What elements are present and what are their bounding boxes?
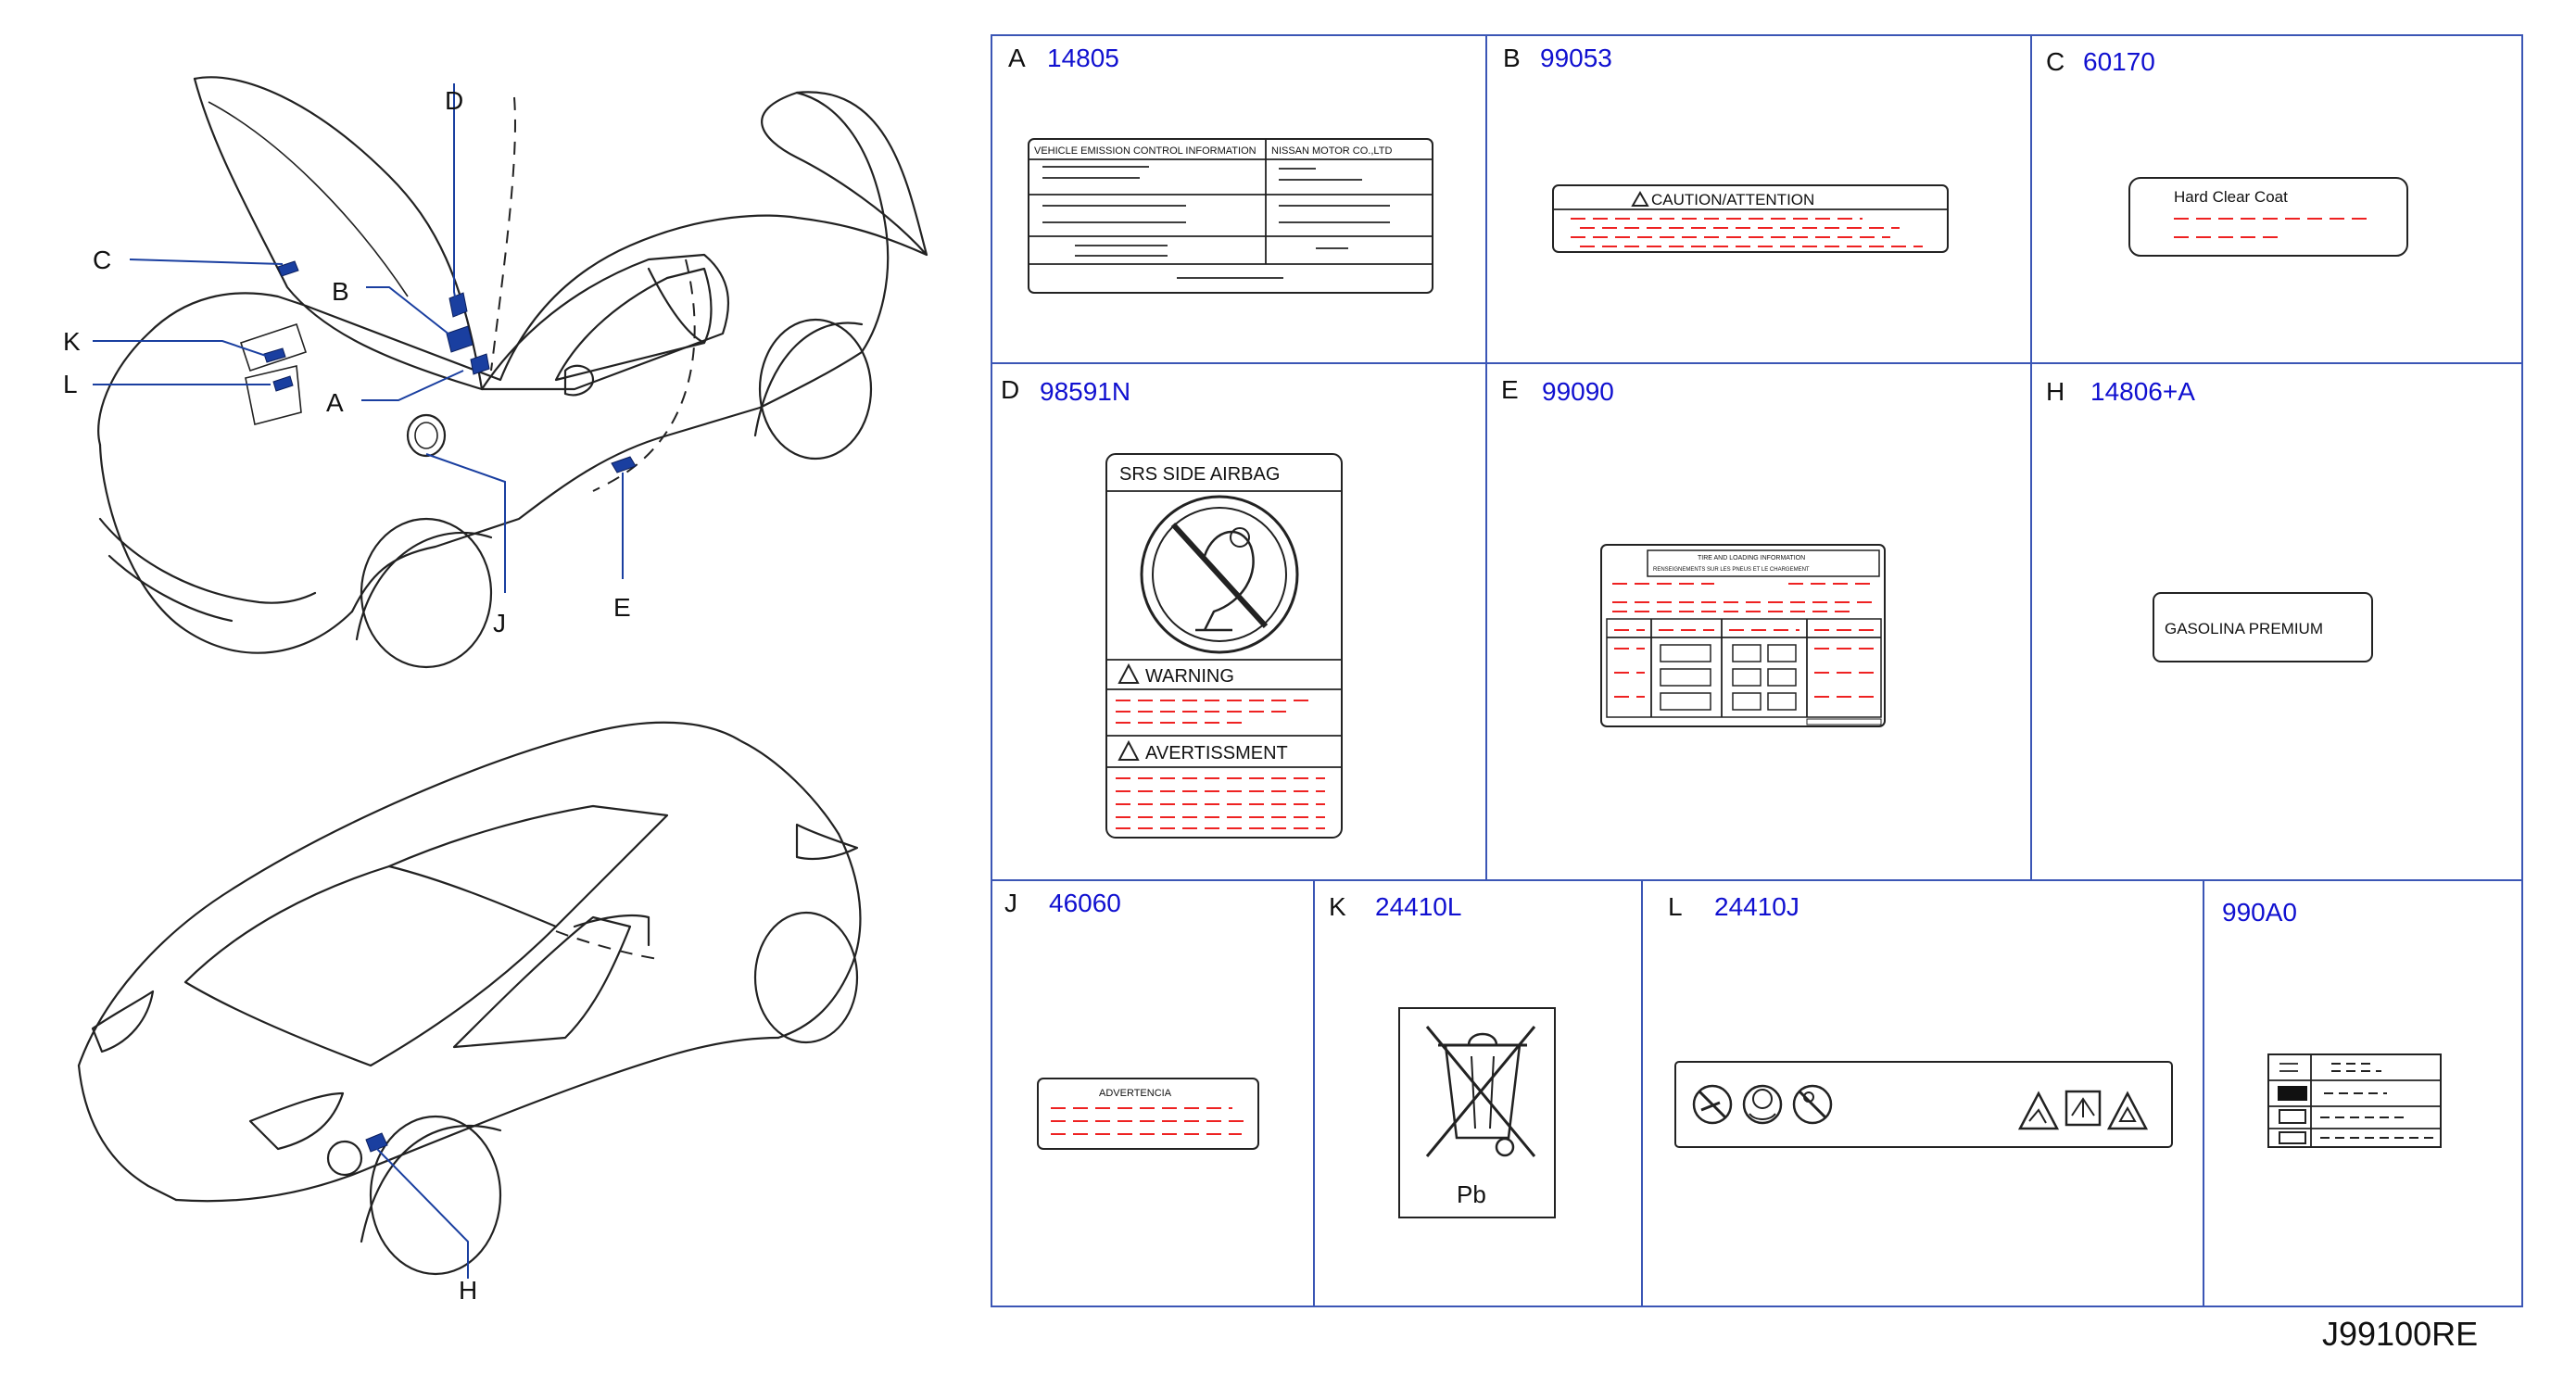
label-C-clearcoat: Hard Clear Coat	[2128, 177, 2408, 257]
panel-D-letter: D	[1001, 375, 1019, 404]
top-callouts: D C B K L A J E	[63, 86, 631, 637]
label-J-text: ADVERTENCIA	[1099, 1088, 1172, 1099]
callout-K: K	[63, 327, 81, 356]
label-H-text: GASOLINA PREMIUM	[2165, 620, 2323, 637]
panel-E-part: 99090	[1542, 377, 1614, 406]
panel-C-part: 60170	[2083, 47, 2155, 76]
panel-H-letter: H	[2046, 377, 2065, 406]
label-A-vehicle-text: VEHICLE EMISSION CONTROL INFORMATION	[1034, 145, 1256, 157]
panel-J-letter: J	[1004, 889, 1017, 917]
panel-K-letter: K	[1329, 892, 1346, 921]
callout-J: J	[493, 609, 506, 637]
label-J-advertencia: ADVERTENCIA	[1037, 1078, 1259, 1150]
label-D-warning-text: WARNING	[1145, 666, 1234, 687]
panel-E-letter: E	[1501, 375, 1519, 404]
eye-protection-icon	[1742, 1084, 1783, 1125]
panel-M-part: 990A0	[2222, 898, 2297, 927]
car-rear-view	[77, 721, 862, 1279]
car-top-view	[93, 76, 928, 669]
callout-E: E	[613, 593, 631, 622]
panel-C-letter: C	[2046, 47, 2065, 76]
filled-block-icon	[2278, 1086, 2307, 1101]
warning-triangle-icon	[1631, 190, 1649, 207]
callout-C: C	[93, 246, 111, 274]
label-H-fuel: GASOLINA PREMIUM	[2153, 592, 2373, 662]
label-D-srs-text: SRS SIDE AIRBAG	[1119, 464, 1280, 485]
explosive-warning-icon	[2106, 1091, 2149, 1130]
label-C-title: Hard Clear Coat	[2174, 188, 2288, 206]
label-A-nissan-text: NISSAN MOTOR CO.,LTD	[1271, 145, 1392, 157]
panel-L-part: 24410J	[1714, 892, 1799, 921]
panel-A-letter: A	[1008, 44, 1026, 72]
label-E-tire: TIRE AND LOADING INFORMATION RENSEIGNEME…	[1600, 544, 1886, 727]
panel-A-part: 14805	[1047, 44, 1119, 72]
label-K-text: Pb	[1457, 1180, 1486, 1208]
no-smoking-icon	[1692, 1084, 1733, 1125]
relay-icon-2	[2279, 1131, 2306, 1144]
panel-K-part: 24410L	[1375, 892, 1461, 921]
read-manual-icon	[2065, 1090, 2102, 1127]
label-D-airbag: SRS SIDE AIRBAG WARNING AVERTISSMENT	[1105, 453, 1343, 839]
panel-B-letter: B	[1503, 44, 1521, 72]
callout-H: H	[459, 1276, 477, 1305]
relay-icon	[2279, 1109, 2306, 1124]
corrosive-warning-icon	[2017, 1091, 2060, 1130]
panel-J-part: 46060	[1049, 889, 1121, 917]
label-E-sub: RENSEIGNEMENTS SUR LES PNEUS ET LE CHARG…	[1653, 567, 1810, 573]
avertissment-icon	[1118, 739, 1140, 761]
panel-H-part: 14806+A	[2090, 377, 2195, 406]
panel-D-part: 98591N	[1040, 377, 1130, 406]
label-B-caution: CAUTION/ATTENTION	[1552, 184, 1949, 253]
label-A-emission: VEHICLE EMISSION CONTROL INFORMATION NIS…	[1028, 138, 1433, 294]
label-M-relay	[2267, 1053, 2442, 1148]
crossed-bin-icon	[1425, 1026, 1536, 1157]
diagram-code: J99100RE	[2322, 1315, 2478, 1353]
label-D-avert-text: AVERTISSMENT	[1145, 743, 1288, 763]
callout-L: L	[63, 370, 78, 398]
label-L-battery	[1674, 1061, 2173, 1148]
label-B-caution-text: CAUTION/ATTENTION	[1651, 191, 1814, 208]
no-child-seat-icon	[1140, 495, 1299, 654]
panel-L-letter: L	[1668, 892, 1683, 921]
label-E-header: TIRE AND LOADING INFORMATION	[1698, 555, 1805, 561]
label-K-recycle: Pb	[1398, 1007, 1556, 1218]
callout-B: B	[332, 277, 349, 306]
panel-headers: A 14805 B 99053 C 60170 D 98591N E 99090…	[1001, 44, 2297, 927]
no-children-icon	[1792, 1084, 1833, 1125]
callout-D: D	[445, 86, 463, 115]
panel-B-part: 99053	[1540, 44, 1612, 72]
callout-A: A	[326, 388, 344, 417]
label-grid	[991, 34, 2523, 1307]
warning-icon	[1118, 662, 1140, 684]
